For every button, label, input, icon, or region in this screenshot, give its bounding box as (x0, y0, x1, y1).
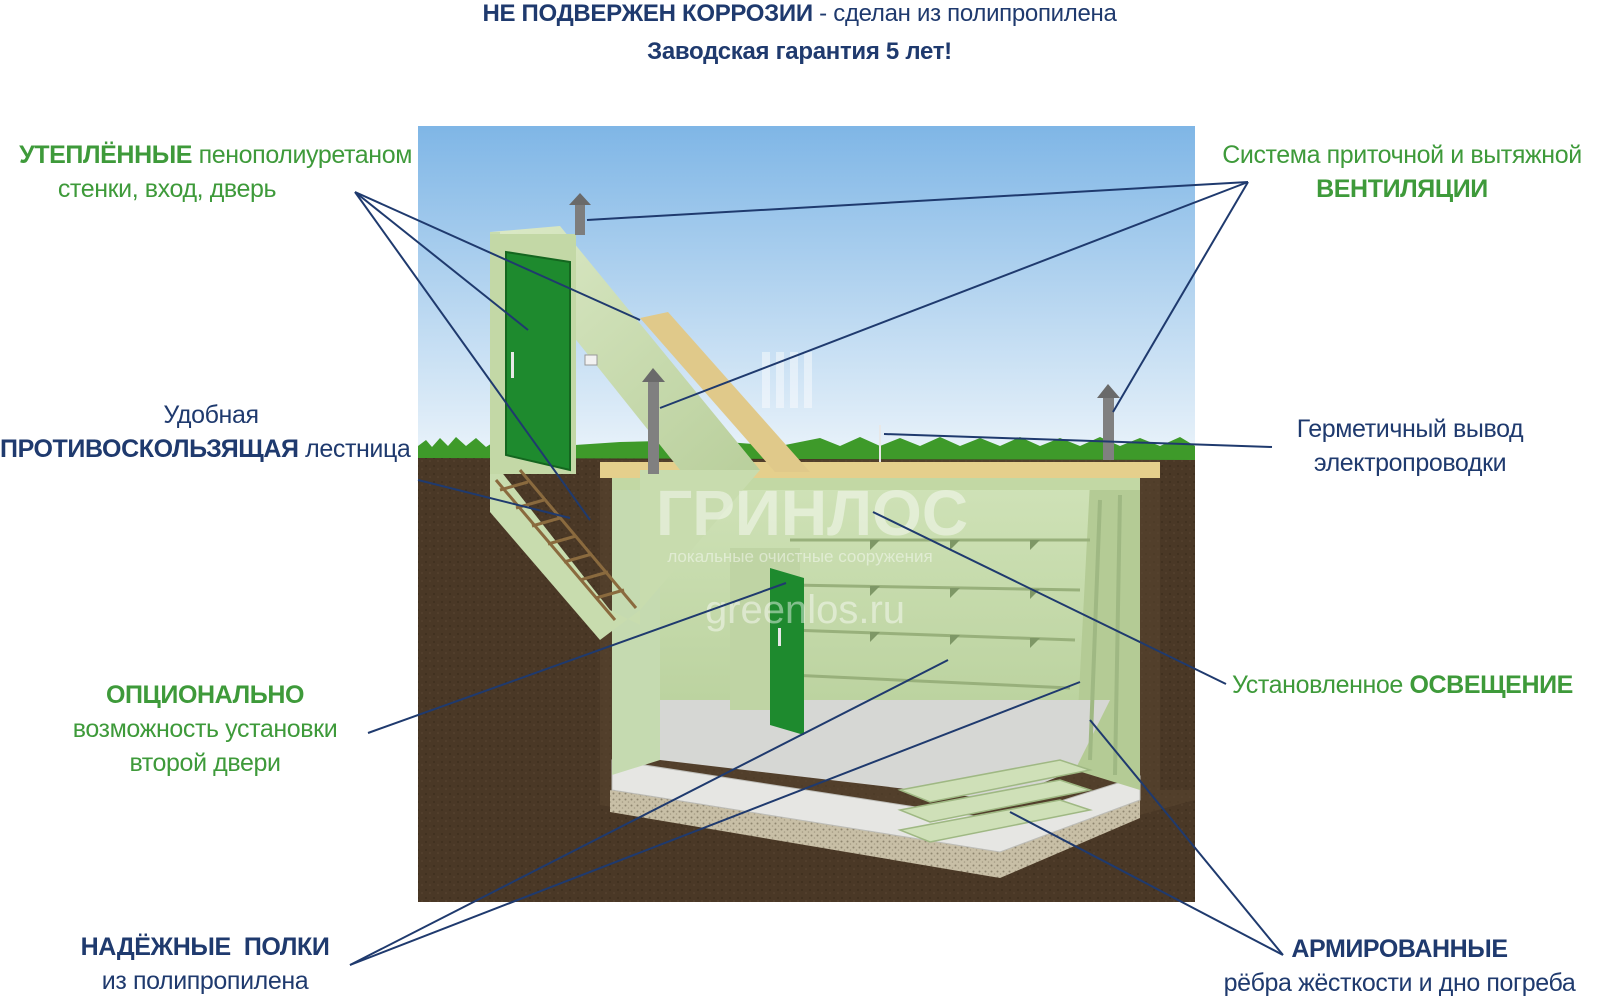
entrance-insulation (640, 312, 810, 472)
label-wiring-line2: электропроводки (1313, 449, 1507, 477)
label-ventilation-line1: Система приточной и вытяжной (1222, 141, 1582, 169)
entrance-door-handle (511, 352, 514, 378)
label-optional: ОПЦИОНАЛЬНО возможность установки второй… (40, 678, 370, 780)
floor-ribs (897, 759, 1093, 843)
label-ribs-line2: рёбра жёсткости и дно погреба (1223, 969, 1576, 997)
leader-insulated-3 (354, 191, 641, 321)
shelf-brackets (870, 540, 1040, 648)
label-ladder-caps: ПРОТИВОСКОЛЬЗЯЩАЯ (0, 435, 299, 463)
entrance-side-wall (490, 232, 760, 640)
label-insulated-caps: УТЕПЛЁННЫЕ (19, 141, 193, 169)
vent-pipes (569, 193, 1120, 474)
label-ventilation: Система приточной и вытяжной ВЕНТИЛЯЦИИ (1205, 138, 1599, 206)
watermark: ГРИНЛОС локальные очистные сооружения gr… (656, 352, 968, 632)
inner-door (770, 568, 804, 735)
leader-ladder (417, 479, 571, 519)
entrance-door (505, 250, 571, 472)
leader-vent-2 (659, 181, 1249, 409)
leader-insulated-2 (354, 191, 591, 521)
label-optional-line3: второй двери (129, 749, 281, 777)
label-wiring: Герметичный вывод электропроводки (1260, 412, 1560, 480)
leader-wiring (883, 433, 1273, 448)
label-ribs-line1: АРМИРОВАННЫЕ (1291, 935, 1508, 963)
leader-insulated-1 (354, 191, 529, 331)
label-shelves: НАДЁЖНЫЕ ПОЛКИ из полипропилена (60, 930, 350, 998)
label-insulated-line2: стенки, вход, дверь (57, 175, 277, 203)
leader-shelves-2 (349, 681, 1081, 966)
header-line-1: НЕ ПОДВЕРЖЕН КОРРОЗИИ - сделан из полипр… (0, 0, 1599, 28)
ladder (494, 469, 638, 621)
label-ladder-rest: лестница (298, 435, 411, 463)
label-lighting-rest: Установленное (1232, 671, 1410, 699)
leader-vent-1 (586, 181, 1249, 221)
leader-vent-3 (1112, 181, 1249, 413)
watermark-tagline: локальные очистные сооружения (667, 547, 932, 566)
label-optional-line1: ОПЦИОНАЛЬНО (105, 681, 305, 709)
inner-door-handle (778, 628, 781, 646)
header-rest-text: - сделан из полипропилена (812, 0, 1117, 27)
label-wiring-line1: Герметичный вывод (1296, 415, 1524, 443)
leader-optional (367, 582, 787, 734)
leader-shelves-1 (349, 659, 949, 966)
leader-lines (349, 181, 1284, 966)
grass (418, 437, 1195, 460)
label-shelves-line2: из полипропилена (101, 967, 309, 995)
label-shelves-line1: НАДЁЖНЫЕ ПОЛКИ (80, 933, 330, 961)
wall-ribs (1088, 494, 1122, 776)
header-bold-text: НЕ ПОДВЕРЖЕН КОРРОЗИИ (482, 0, 813, 27)
leader-ribs-1 (1089, 719, 1284, 956)
label-ventilation-line2: ВЕНТИЛЯЦИИ (1316, 175, 1488, 203)
label-insulated: УТЕПЛЁННЫЕ пенополиуретаном стенки, вход… (0, 138, 412, 206)
watermark-brand: ГРИНЛОС (656, 477, 968, 549)
leader-lighting (872, 511, 1227, 685)
label-insulated-rest: пенополиуретаном (192, 141, 413, 169)
header-line-2: Заводская гарантия 5 лет! (647, 38, 952, 65)
label-ribs: АРМИРОВАННЫЕ рёбра жёсткости и дно погре… (1200, 932, 1599, 1000)
leader-ribs-2 (1009, 811, 1284, 956)
label-ladder: Удобная ПРОТИВОСКОЛЬЗЯЩАЯ лестница (0, 398, 416, 466)
label-lighting: Установленное ОСВЕЩЕНИЕ (1232, 668, 1592, 702)
label-ladder-line1: Удобная (163, 401, 259, 429)
wiring-box (584, 354, 598, 366)
label-lighting-caps: ОСВЕЩЕНИЕ (1409, 671, 1573, 699)
label-optional-line2: возможность установки (72, 715, 338, 743)
watermark-site: greenlos.ru (705, 588, 905, 632)
